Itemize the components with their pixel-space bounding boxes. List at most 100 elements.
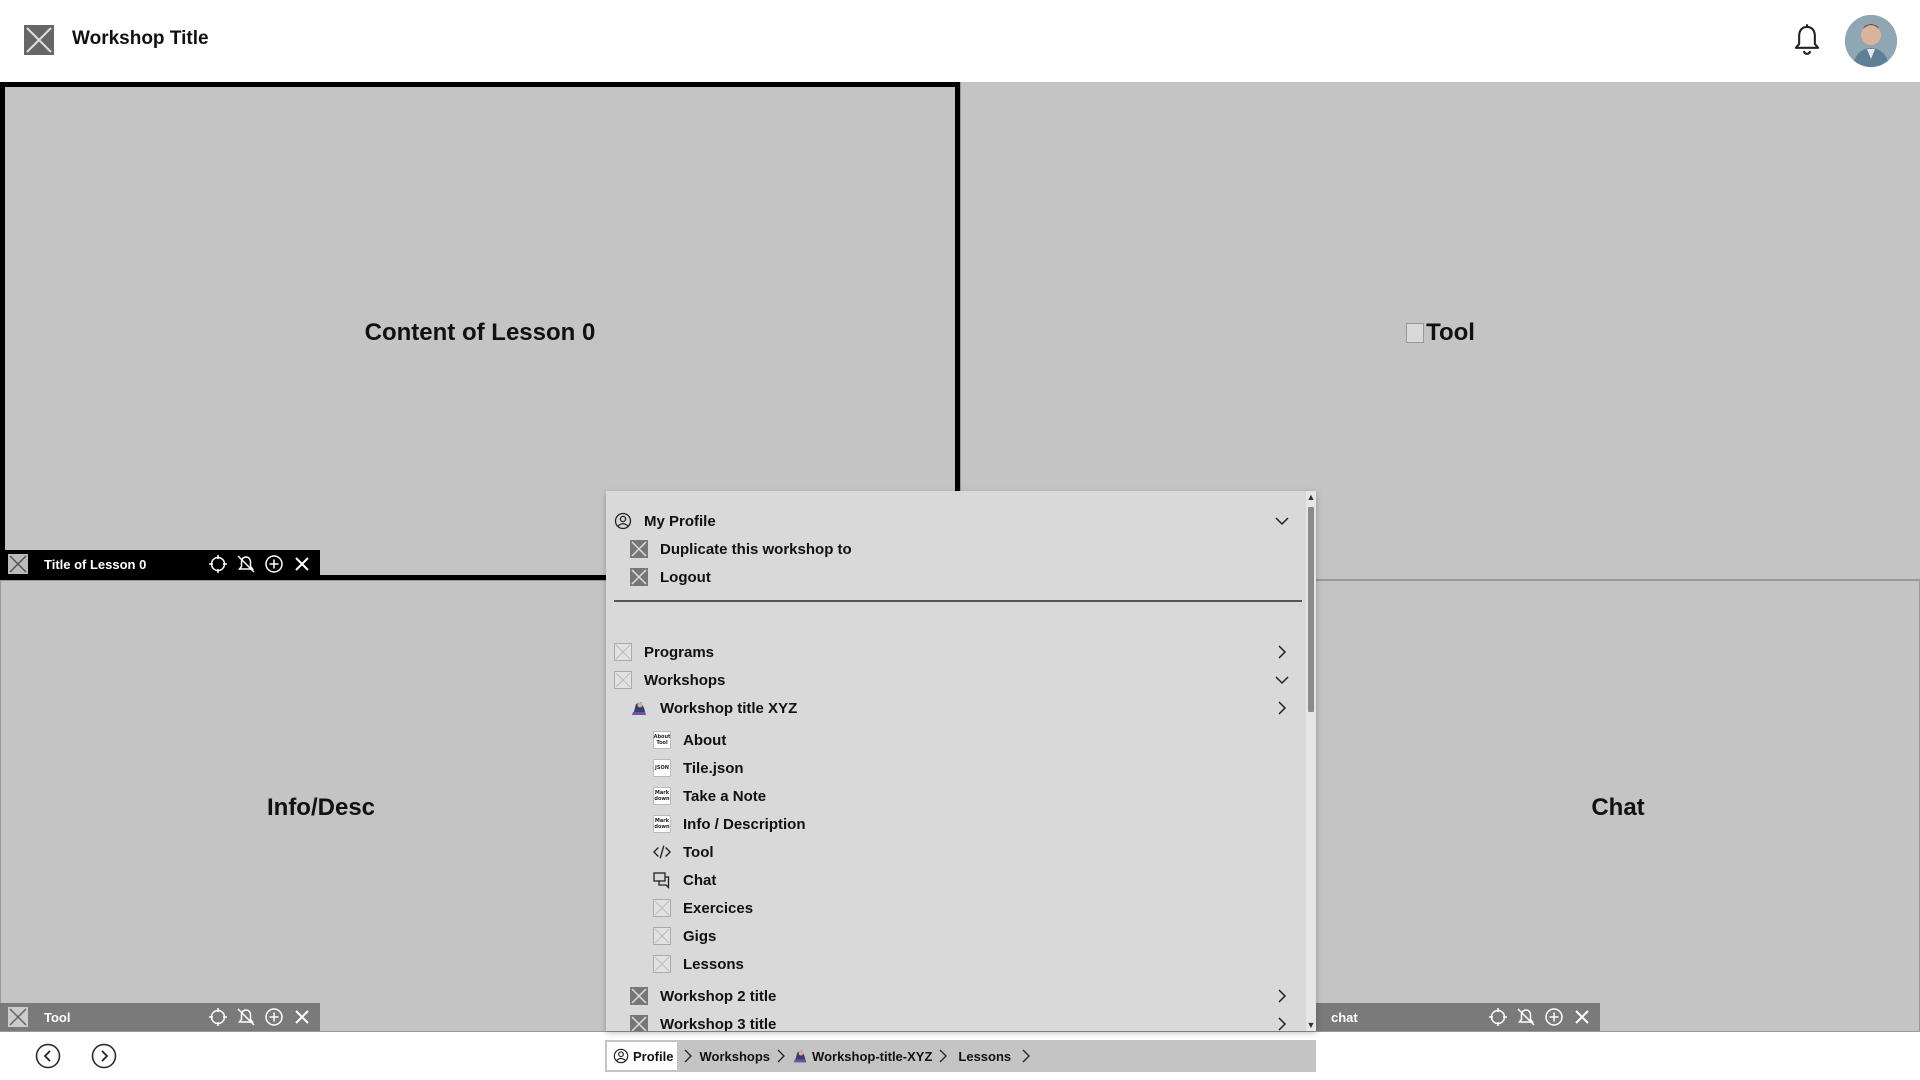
menu-item-logout[interactable]: Logout xyxy=(606,564,1300,590)
chevron-right-icon xyxy=(1278,989,1287,1003)
chevron-right-icon xyxy=(1278,1017,1287,1031)
menu-item-programs[interactable]: Programs xyxy=(606,639,1300,665)
bell-off-icon[interactable] xyxy=(236,554,256,574)
tool-panel-title: Tool xyxy=(961,319,1920,347)
breadcrumb-label: Lessons xyxy=(958,1048,1012,1064)
info-panel-footer: Tool xyxy=(0,1003,320,1031)
markdown-file-icon: Mark down xyxy=(653,787,671,805)
menu-label: Gigs xyxy=(683,927,717,945)
target-icon[interactable] xyxy=(1488,1007,1508,1027)
broken-image-icon xyxy=(630,568,648,586)
placeholder-icon xyxy=(653,927,671,945)
bell-off-icon[interactable] xyxy=(236,1007,256,1027)
tool-panel-label: Tool xyxy=(1426,319,1475,346)
menu-label: Workshop 2 title xyxy=(660,987,777,1005)
chat-content-title: Chat xyxy=(1591,794,1645,821)
breadcrumb-item-lessons[interactable]: Lessons xyxy=(954,1042,1015,1070)
lesson-panel-footer: Title of Lesson 0 xyxy=(0,550,320,578)
target-icon[interactable] xyxy=(208,554,228,574)
placeholder-icon xyxy=(614,643,632,661)
placeholder-icon xyxy=(614,671,632,689)
plus-circle-icon[interactable] xyxy=(264,554,284,574)
menu-item-duplicate-workshop[interactable]: Duplicate this workshop to xyxy=(606,536,1300,562)
code-icon xyxy=(653,843,671,861)
chevron-right-icon xyxy=(777,1049,785,1063)
menu-item-exercices[interactable]: Exercices xyxy=(606,895,1300,921)
info-footer-title: Tool xyxy=(44,1009,71,1025)
menu-label: Lessons xyxy=(683,955,744,973)
chat-footer-title: chat xyxy=(1331,1009,1358,1025)
plus-circle-icon[interactable] xyxy=(264,1007,284,1027)
menu-item-take-a-note[interactable]: Mark down Take a Note xyxy=(606,783,1300,809)
info-content-title: Info/Desc xyxy=(266,794,376,821)
breadcrumb-label: Workshop-title-XYZ xyxy=(812,1048,933,1064)
close-icon[interactable] xyxy=(292,554,312,574)
menu-label: Tile.json xyxy=(683,759,744,777)
menu-item-workshop-xyz[interactable]: Workshop title XYZ xyxy=(606,695,1300,721)
placeholder-icon xyxy=(1406,323,1425,343)
menu-item-gigs[interactable]: Gigs xyxy=(606,923,1300,949)
user-avatar-icon xyxy=(1845,15,1897,67)
menu-label: Duplicate this workshop to xyxy=(660,540,852,558)
menu-label: About xyxy=(683,731,727,749)
bell-off-icon[interactable] xyxy=(1516,1007,1536,1027)
menu-label: Take a Note xyxy=(683,787,767,805)
breadcrumb-label: Profile xyxy=(633,1048,674,1064)
placeholder-icon xyxy=(653,899,671,917)
plus-circle-icon[interactable] xyxy=(1544,1007,1564,1027)
menu-item-lessons[interactable]: Lessons xyxy=(606,951,1300,977)
breadcrumb-item-workshop-xyz[interactable]: Workshop-title-XYZ xyxy=(792,1042,932,1070)
icon-caption: Mark down xyxy=(654,790,670,802)
broken-image-icon xyxy=(630,540,648,558)
menu-label: Workshops xyxy=(644,671,726,689)
scroll-down-arrow-icon[interactable]: ▼ xyxy=(1306,1020,1316,1030)
menu-item-workshops[interactable]: Workshops xyxy=(606,667,1300,693)
menu-item-my-profile[interactable]: My Profile xyxy=(606,508,1300,534)
icon-caption: JSON xyxy=(655,765,669,771)
lesson-content-title: Content of Lesson 0 xyxy=(364,319,596,346)
forward-button-icon[interactable] xyxy=(91,1043,117,1069)
menu-item-about[interactable]: About Tool About xyxy=(606,727,1300,753)
menu-label: Logout xyxy=(660,568,711,586)
scrollbar-thumb[interactable] xyxy=(1308,507,1314,712)
menu-divider xyxy=(614,600,1302,602)
menu-label: Workshop 3 title xyxy=(660,1015,777,1032)
broken-image-icon xyxy=(8,554,28,574)
breadcrumb-item-workshops[interactable]: Workshops xyxy=(699,1042,770,1070)
menu-item-workshop-3[interactable]: Workshop 3 title xyxy=(606,1011,1300,1031)
chevron-right-icon xyxy=(1278,701,1287,715)
menu-item-workshop-2[interactable]: Workshop 2 title xyxy=(606,983,1300,1009)
chat-panel-footer: chat xyxy=(1315,1003,1600,1031)
broken-image-icon[interactable] xyxy=(24,25,54,55)
menu-item-tool[interactable]: Tool xyxy=(606,839,1300,865)
menu-item-chat[interactable]: Chat xyxy=(606,867,1300,893)
avatar[interactable] xyxy=(1845,15,1897,67)
breadcrumb-item-profile[interactable]: Profile xyxy=(607,1042,678,1070)
lesson-footer-title: Title of Lesson 0 xyxy=(44,556,147,572)
chevron-right-icon xyxy=(685,1049,693,1063)
chevron-right-icon xyxy=(1278,645,1287,659)
menu-item-tile-json[interactable]: JSON Tile.json xyxy=(606,755,1300,781)
broken-image-icon xyxy=(630,987,648,1005)
broken-image-icon xyxy=(8,1007,28,1027)
top-bar: Workshop Title xyxy=(0,0,1920,82)
menu-item-info-description[interactable]: Mark down Info / Description xyxy=(606,811,1300,837)
menu-label: Exercices xyxy=(683,899,754,917)
bell-icon[interactable] xyxy=(1791,23,1823,57)
workshop-logo-icon xyxy=(630,699,648,717)
back-button-icon[interactable] xyxy=(35,1043,61,1069)
icon-caption: About Tool xyxy=(653,734,671,746)
chevron-right-icon xyxy=(1022,1049,1031,1063)
close-icon[interactable] xyxy=(1572,1007,1592,1027)
menu-scrollbar[interactable]: ▲ ▼ xyxy=(1306,491,1316,1031)
user-circle-icon xyxy=(613,1048,629,1064)
json-file-icon: JSON xyxy=(653,759,671,777)
menu-label: Programs xyxy=(644,643,715,661)
chevron-down-icon xyxy=(1275,517,1289,526)
workshop-logo-icon xyxy=(793,1050,807,1063)
broken-image-icon xyxy=(630,1015,648,1031)
scroll-up-arrow-icon[interactable]: ▲ xyxy=(1306,492,1316,502)
breadcrumb: Profile Workshops Workshop-title-XYZ Les… xyxy=(605,1040,1316,1072)
target-icon[interactable] xyxy=(208,1007,228,1027)
close-icon[interactable] xyxy=(292,1007,312,1027)
